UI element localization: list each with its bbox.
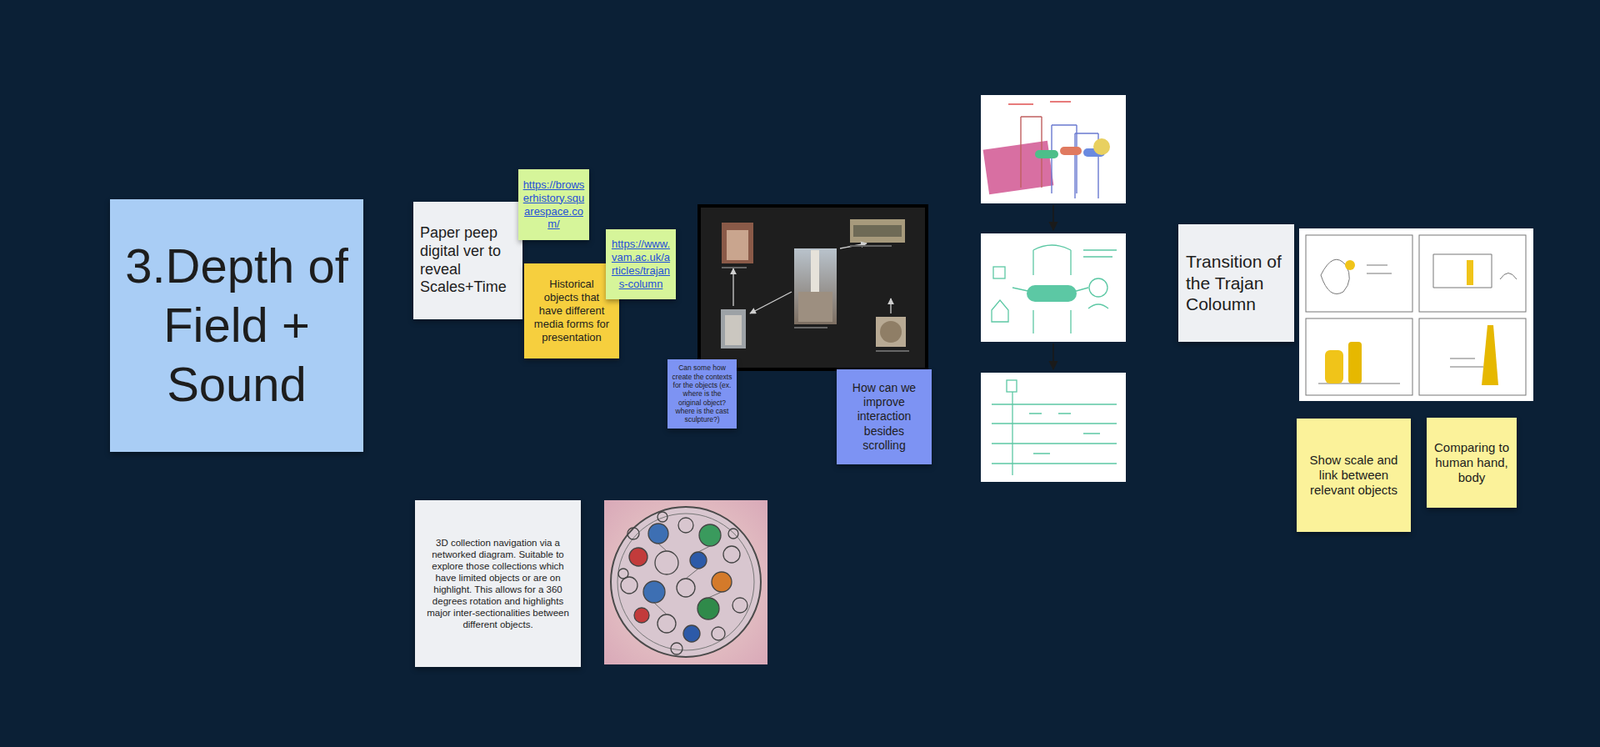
note-text: 3.Depth of Field + Sound (121, 236, 352, 414)
link-note: https://www.vam.ac.uk/articles/trajans-c… (605, 229, 676, 300)
sticky-note: How can we improve interaction besides s… (836, 369, 932, 465)
text-card: 3D collection navigation via a networked… (415, 500, 581, 667)
sketch-sequence (980, 95, 1126, 482)
note-text: Paper peep digital ver to reveal Scales+… (420, 224, 516, 298)
note-text: Comparing to human hand, body (1433, 440, 1510, 486)
sticky-note: Can some how create the contexts for the… (667, 359, 737, 429)
note-text: Can some how create the contexts for the… (671, 363, 733, 425)
network-sketch (604, 500, 768, 665)
link-note: https://browserhistory.squarespace.com/ (518, 169, 590, 240)
note-text: 3D collection navigation via a networked… (423, 536, 573, 630)
sticky-note: Comparing to human hand, body (1426, 417, 1517, 508)
note-text: Transition of the Trajan Coloumn (1185, 250, 1287, 315)
note-text: Show scale and link between relevant obj… (1305, 452, 1403, 499)
text-card: Paper peep digital ver to reveal Scales+… (413, 201, 523, 320)
sticky-note: 3.Depth of Field + Sound (110, 199, 364, 452)
note-text: https://browserhistory.squarespace.com/ (522, 178, 585, 231)
text-card: Transition of the Trajan Coloumn (1178, 224, 1295, 342)
note-text: https://www.vam.ac.uk/articles/trajans-c… (610, 237, 672, 290)
sticky-note: Show scale and link between relevant obj… (1296, 418, 1411, 532)
photo-panel (697, 204, 929, 371)
scale-sketch (1299, 228, 1534, 401)
note-text: Historical objects that have different m… (532, 277, 611, 344)
sticky-note: Historical objects that have different m… (524, 263, 620, 359)
note-text: How can we improve interaction besides s… (843, 380, 925, 452)
